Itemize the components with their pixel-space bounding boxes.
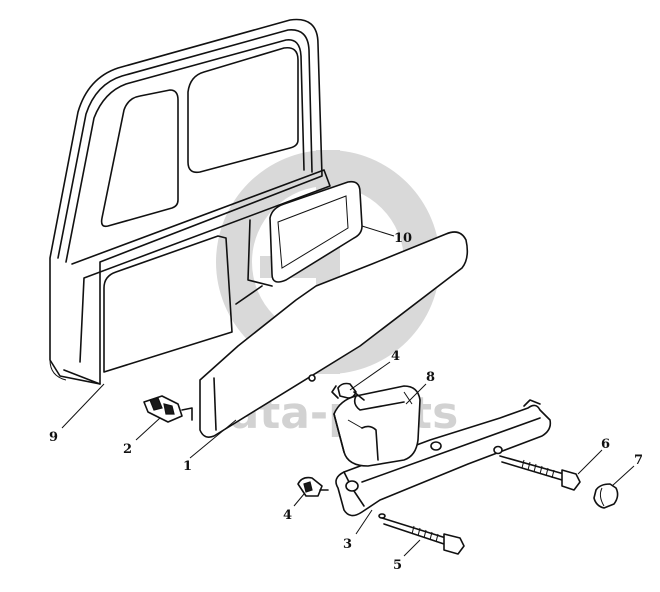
callout-6: 6 [601, 437, 610, 452]
callout-3: 3 [343, 537, 352, 552]
lamp-bracket [335, 399, 552, 519]
bulb-lower [297, 476, 329, 497]
callouts: 1 2 3 4 4 5 6 7 8 9 10 [49, 231, 643, 573]
callout-4-upper: 4 [391, 349, 400, 364]
callout-7: 7 [634, 453, 643, 468]
callout-9: 9 [49, 430, 58, 445]
callout-2: 2 [123, 442, 132, 457]
callout-5: 5 [393, 558, 402, 573]
bolt-short [381, 517, 465, 555]
callout-4-lower: 4 [283, 508, 292, 523]
leader-lines [61, 225, 635, 557]
cabin-frame [49, 18, 331, 385]
bulb-socket [143, 395, 193, 423]
nut-cap [593, 483, 619, 509]
callout-10: 10 [394, 231, 412, 246]
callout-1: 1 [183, 459, 192, 474]
bulb-upper [308, 374, 365, 401]
callout-8: 8 [426, 370, 435, 385]
bolt-long [499, 455, 581, 491]
side-panel [199, 231, 469, 438]
lamp-housing [333, 385, 421, 467]
